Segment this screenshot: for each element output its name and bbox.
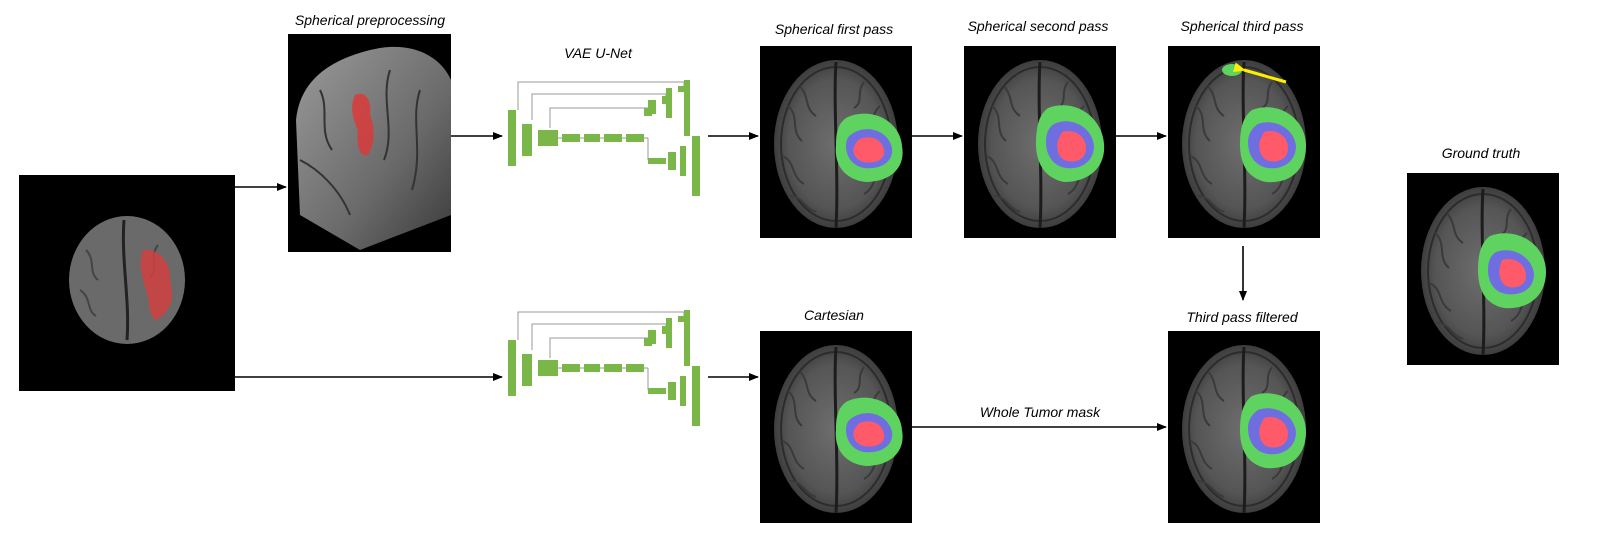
first-pass-label: Spherical first pass (775, 21, 893, 37)
spherical-preprocessing-image (288, 34, 451, 252)
ground-truth-panel (1407, 173, 1559, 365)
second-pass-label: Spherical second pass (968, 18, 1109, 34)
ground-truth-label: Ground truth (1442, 145, 1521, 161)
third-pass-panel (1168, 46, 1320, 238)
second-pass-panel (964, 46, 1116, 238)
third-pass-label: Spherical third pass (1181, 18, 1304, 34)
false-positive-blob (1222, 64, 1242, 76)
spherical-preprocessing-label: Spherical preprocessing (295, 12, 445, 28)
cartesian-panel (760, 331, 912, 523)
unet-top-icon (508, 80, 701, 197)
cartesian-label: Cartesian (804, 307, 864, 323)
highlight-arrow (1233, 62, 1287, 84)
whole-tumor-mask-label: Whole Tumor mask (980, 404, 1101, 420)
vae-unet-label: VAE U-Net (564, 45, 633, 61)
flow-arrows (235, 132, 1247, 431)
third-pass-filtered-label: Third pass filtered (1186, 309, 1298, 325)
third-pass-filtered-panel (1168, 331, 1320, 523)
unet-bottom-icon (508, 310, 701, 427)
input-volume-image (19, 175, 235, 391)
first-pass-panel (760, 46, 912, 238)
